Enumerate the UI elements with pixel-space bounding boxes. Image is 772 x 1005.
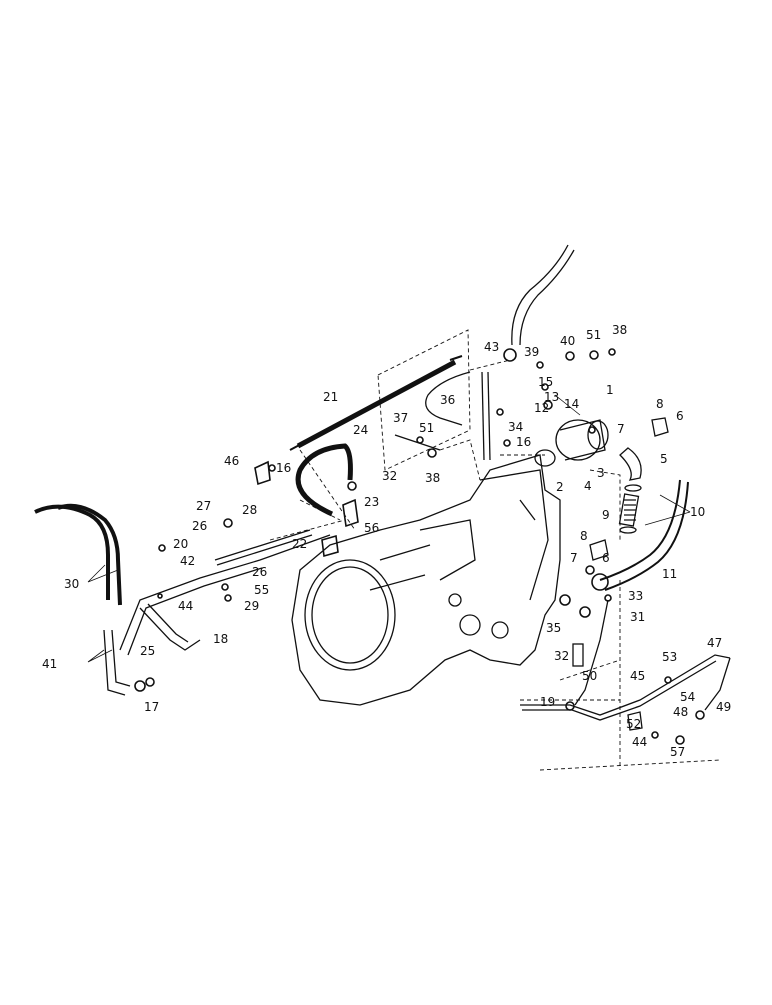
dipstick-tube <box>511 244 575 346</box>
callout-24: 24 <box>353 423 368 437</box>
tube-37 <box>394 434 441 451</box>
callout-32b: 32 <box>554 649 569 663</box>
callout-6a: 6 <box>676 409 684 423</box>
callout-48: 48 <box>673 705 688 719</box>
callout-7b: 7 <box>570 551 578 565</box>
hose-24 <box>295 443 353 517</box>
callout-1: 1 <box>606 383 614 397</box>
callout-8b: 8 <box>580 529 588 543</box>
transmission-housing <box>291 454 561 706</box>
tube-25-18 <box>119 534 331 656</box>
sleeve-32 <box>572 643 584 667</box>
tube-33-50 <box>574 599 609 706</box>
callout-40: 40 <box>560 334 575 348</box>
callout-51a: 51 <box>586 328 601 342</box>
callout-labels: 1 2 3 4 5 6 6 7 7 8 8 9 10 11 12 13 14 1… <box>42 323 731 759</box>
hose-30 <box>34 503 122 606</box>
callout-26a: 26 <box>192 519 207 533</box>
callout-27: 27 <box>196 499 211 513</box>
callout-57: 57 <box>670 745 685 759</box>
callout-8a: 8 <box>656 397 664 411</box>
callout-26b: 26 <box>252 565 267 579</box>
tube-45-47 <box>520 654 731 721</box>
elbow-5 <box>619 447 642 481</box>
callout-28: 28 <box>242 503 257 517</box>
callout-42: 42 <box>180 554 195 568</box>
clamp-8-upper <box>651 417 669 437</box>
callout-51b: 51 <box>419 421 434 435</box>
tube-28 <box>214 529 313 566</box>
callout-56: 56 <box>364 521 379 535</box>
callout-47: 47 <box>707 636 722 650</box>
callout-12: 12 <box>534 401 549 415</box>
callout-5: 5 <box>660 452 668 466</box>
callout-55: 55 <box>254 583 269 597</box>
callout-44a: 44 <box>178 599 193 613</box>
pump-assembly <box>534 419 609 467</box>
callout-50: 50 <box>582 669 597 683</box>
callout-4: 4 <box>584 479 592 493</box>
callout-44b: 44 <box>632 735 647 749</box>
oring-10 <box>624 484 642 492</box>
callout-25: 25 <box>140 644 155 658</box>
callout-29: 29 <box>244 599 259 613</box>
callout-38a: 38 <box>612 323 627 337</box>
filter-9 <box>618 493 640 527</box>
callout-19: 19 <box>540 695 555 709</box>
callout-32a: 32 <box>382 469 397 483</box>
callout-23: 23 <box>364 495 379 509</box>
callout-34: 34 <box>508 420 523 434</box>
callout-15: 15 <box>538 375 553 389</box>
fittings <box>134 348 705 745</box>
callout-43: 43 <box>484 340 499 354</box>
callout-39: 39 <box>524 345 539 359</box>
callout-20: 20 <box>173 537 188 551</box>
callout-2: 2 <box>556 480 564 494</box>
callout-11: 11 <box>662 567 677 581</box>
callout-31: 31 <box>630 610 645 624</box>
callout-54: 54 <box>680 690 695 704</box>
callout-38b: 38 <box>425 471 440 485</box>
hose-21 <box>296 359 457 449</box>
callout-33: 33 <box>628 589 643 603</box>
callout-46: 46 <box>224 454 239 468</box>
oring-10b <box>619 526 637 534</box>
callout-36: 36 <box>440 393 455 407</box>
callout-leaders <box>87 394 691 663</box>
callout-35: 35 <box>546 621 561 635</box>
callout-52: 52 <box>626 717 641 731</box>
callout-3: 3 <box>597 466 605 480</box>
callout-9: 9 <box>602 508 610 522</box>
callout-17: 17 <box>144 700 159 714</box>
callout-49: 49 <box>716 700 731 714</box>
callout-14: 14 <box>564 397 579 411</box>
clamp-8-lower <box>589 539 609 561</box>
callout-41: 41 <box>42 657 57 671</box>
tube-11 <box>599 479 689 591</box>
callout-22: 22 <box>292 537 307 551</box>
callout-30: 30 <box>64 577 79 591</box>
callout-16a: 16 <box>276 461 291 475</box>
callout-10: 10 <box>690 505 705 519</box>
callout-45: 45 <box>630 669 645 683</box>
tube-36 <box>425 371 491 461</box>
callout-13: 13 <box>544 390 559 404</box>
tube-41 <box>103 629 131 696</box>
callout-7a: 7 <box>617 422 625 436</box>
callout-53: 53 <box>662 650 677 664</box>
callout-37: 37 <box>393 411 408 425</box>
hose-21-fittings <box>289 355 463 451</box>
callout-18: 18 <box>213 632 228 646</box>
callout-16b: 16 <box>516 435 531 449</box>
clamp-52 <box>627 711 643 731</box>
callout-21: 21 <box>323 390 338 404</box>
callout-6b: 6 <box>602 551 610 565</box>
